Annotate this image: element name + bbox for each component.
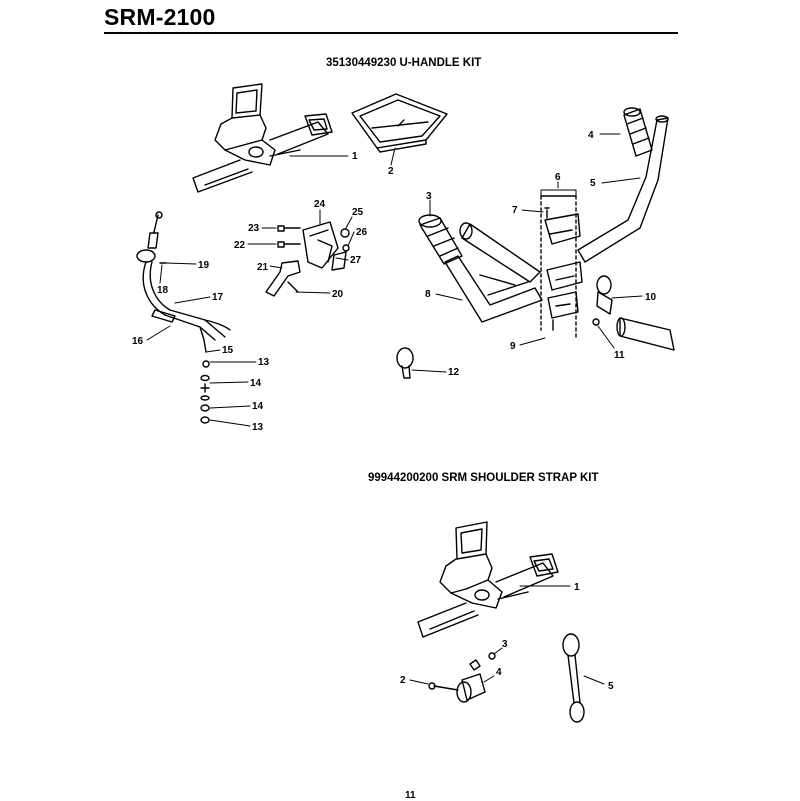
- callout-label: 27: [350, 255, 362, 266]
- callout-label: 2: [388, 166, 394, 177]
- callout-label: 13: [252, 422, 264, 433]
- shoulder-strap-callouts: 1 2 3 4 5: [400, 582, 614, 692]
- leader-lines-u-handle: [146, 133, 643, 427]
- trigger-housing-drawing: [265, 221, 350, 297]
- callout-label: 26: [356, 227, 368, 238]
- pad-drawing: [351, 93, 448, 153]
- grip-left-drawing: [418, 214, 463, 265]
- callout-label: 14: [252, 401, 264, 412]
- callout-label: 17: [212, 292, 224, 303]
- u-handle-kit-title: 35130449230 U-HANDLE KIT: [326, 57, 482, 69]
- clamp-bracket-group: [540, 195, 583, 341]
- callout-label: 22: [234, 240, 246, 251]
- callout-label: 14: [250, 378, 262, 389]
- callout-label: 5: [590, 178, 596, 189]
- callout-label: 24: [314, 199, 326, 210]
- callout-label: 1: [352, 151, 358, 162]
- callout-label: 21: [257, 262, 269, 273]
- shoulder-strap-kit-title: 99944200200 SRM SHOULDER STRAP KIT: [368, 472, 599, 484]
- callout-label: 25: [352, 207, 364, 218]
- callout-label: 10: [645, 292, 657, 303]
- callout-label: 15: [222, 345, 234, 356]
- callout-label: 11: [614, 350, 625, 361]
- callout-label: 3: [502, 639, 508, 650]
- page-number: 11: [405, 790, 416, 801]
- callout-label: 7: [512, 205, 518, 216]
- callout-label: 2: [400, 675, 406, 686]
- nuts-washers-drawing: [200, 360, 210, 424]
- title-rule: [104, 32, 678, 34]
- callout-label: 12: [448, 367, 460, 378]
- page-title: SRM-2100: [104, 4, 216, 30]
- grip-drawing: [623, 107, 653, 157]
- callout-label: 13: [258, 357, 270, 368]
- handle-bar-left-drawing: [444, 222, 543, 323]
- strap-link-drawing: [562, 633, 585, 723]
- callout-label: 9: [510, 341, 516, 352]
- callout-label: 4: [496, 667, 502, 678]
- callout-label: 20: [332, 289, 344, 300]
- ring-drawing: [396, 347, 414, 379]
- strap-hardware-drawing: [428, 652, 496, 703]
- leader-lines-shoulder-strap: [409, 585, 605, 685]
- harness-assembly-drawing: [192, 83, 333, 193]
- callout-label: 23: [248, 223, 260, 234]
- harness-assembly-2-drawing: [417, 521, 559, 638]
- handle-bar-right-drawing: [577, 115, 669, 263]
- callout-label: 6: [555, 172, 561, 183]
- callout-label: 4: [588, 130, 594, 141]
- callout-label: 19: [198, 260, 210, 271]
- callout-label: 1: [574, 582, 580, 593]
- callout-label: 16: [132, 336, 144, 347]
- callout-label: 5: [608, 681, 614, 692]
- u-handle-callouts: 1 2 3 4 5 6 7 8 9 10 11 12 13 14 14 13 1…: [132, 130, 657, 433]
- throttle-cable-drawing: [136, 211, 231, 353]
- callout-label: 3: [426, 191, 432, 202]
- throttle-collar-drawing: [592, 275, 675, 351]
- callout-label: 18: [157, 285, 169, 296]
- callout-label: 8: [425, 289, 431, 300]
